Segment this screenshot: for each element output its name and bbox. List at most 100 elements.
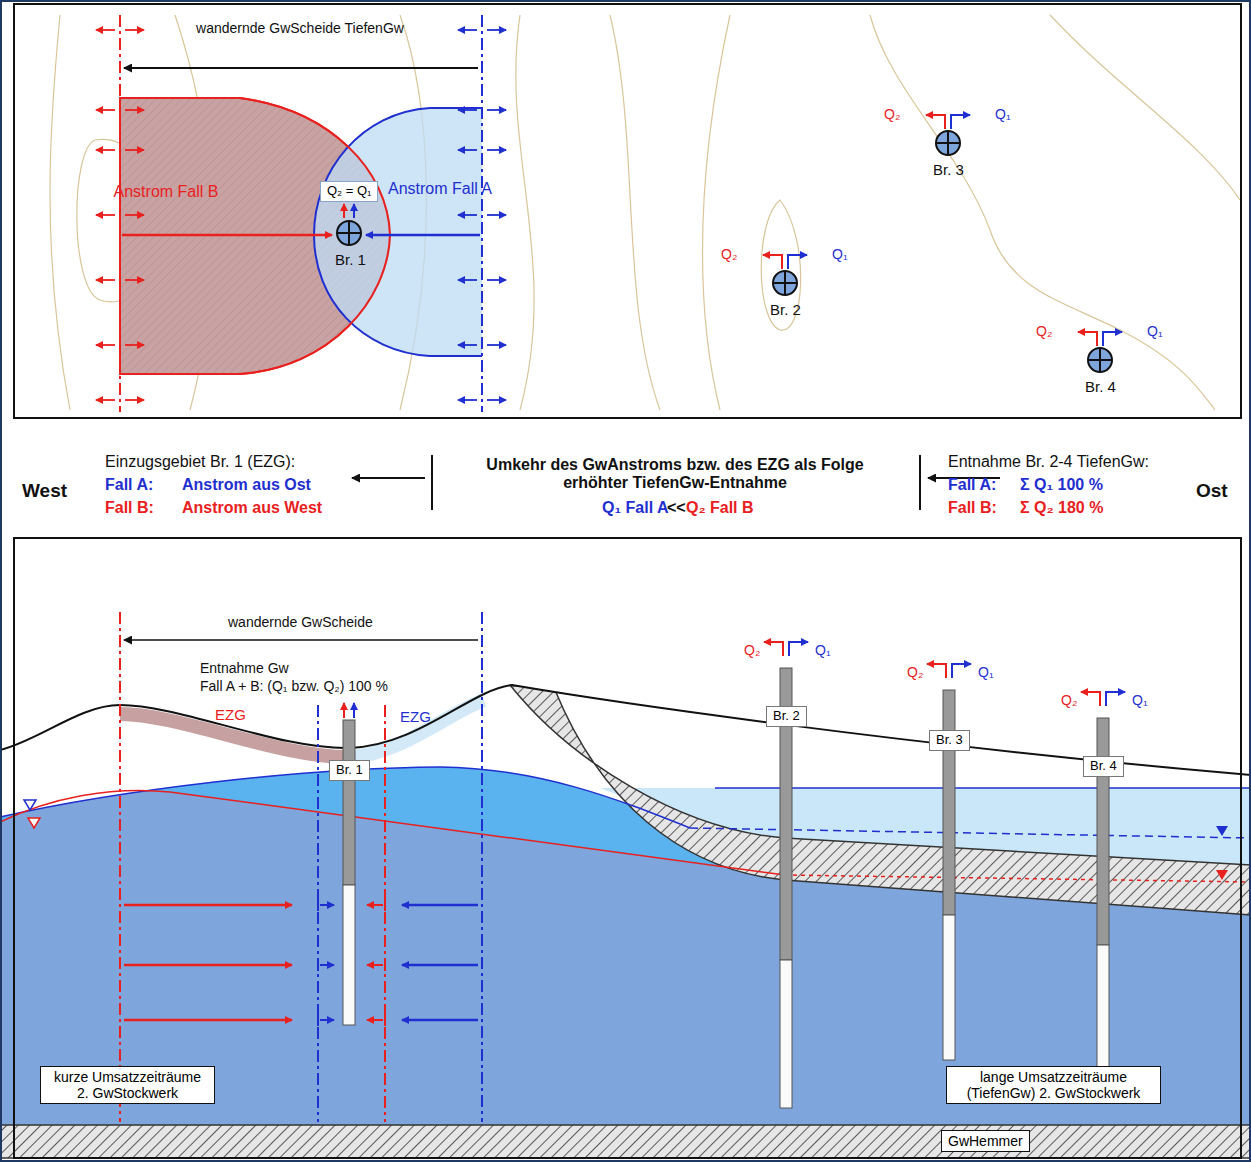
label-text: Q₂ bbox=[1036, 323, 1052, 339]
drawing-line bbox=[947, 131, 949, 155]
label-text: Q₁ Fall A bbox=[602, 499, 668, 517]
drawing-line bbox=[96, 214, 115, 216]
drawing-line bbox=[124, 67, 478, 69]
drawing-line bbox=[124, 639, 478, 641]
drawing-line bbox=[124, 964, 292, 967]
drawing-path bbox=[761, 200, 800, 330]
drawing-rect bbox=[1097, 718, 1109, 945]
label-text: Fall A: bbox=[948, 476, 996, 494]
drawing-path bbox=[28, 818, 40, 828]
drawing-circle bbox=[1088, 348, 1112, 372]
drawing-line bbox=[487, 149, 506, 151]
drawing-line bbox=[366, 234, 480, 237]
drawing-line bbox=[353, 204, 355, 218]
drawing-line bbox=[458, 399, 477, 401]
drawing-path bbox=[1103, 332, 1122, 346]
label-text: Anstrom Fall B bbox=[111, 183, 221, 201]
text-box: lange Umsatzzeiträume (TiefenGw) 2. GwSt… bbox=[946, 1066, 1161, 1104]
drawing-path bbox=[350, 700, 484, 757]
drawing-g bbox=[96, 30, 506, 400]
label-text: << bbox=[667, 499, 686, 517]
drawing-path bbox=[927, 664, 946, 678]
drawing-line bbox=[317, 959, 319, 971]
label-text: Anstrom aus Ost bbox=[182, 476, 311, 494]
drawing-circle bbox=[337, 221, 361, 245]
label-text: Q₂ bbox=[721, 246, 737, 262]
drawing-line bbox=[458, 149, 477, 151]
drawing-g bbox=[124, 899, 478, 1026]
label-text: Fall A + B: (Q₁ bzw. Q₂) 100 % bbox=[200, 678, 388, 694]
label-text: Q₁ bbox=[995, 106, 1011, 122]
drawing-line bbox=[715, 787, 1251, 789]
drawing-line bbox=[487, 109, 506, 111]
drawing-path bbox=[952, 664, 971, 678]
drawing-rect bbox=[780, 960, 792, 1108]
drawing-line bbox=[124, 1019, 292, 1022]
drawing-line bbox=[119, 612, 121, 1122]
drawing-line bbox=[784, 271, 786, 295]
box-text: kurze Umsatzzeiträume 2. GwStockwerk bbox=[47, 1069, 208, 1101]
drawing-rect bbox=[343, 720, 355, 885]
label-text: Entnahme Br. 2-4 TiefenGw: bbox=[948, 453, 1149, 471]
drawing-line bbox=[481, 15, 483, 412]
drawing-line bbox=[96, 399, 115, 401]
drawing-path bbox=[0, 540, 1251, 775]
drawing-path bbox=[1050, 15, 1240, 200]
label-text: Q₁ bbox=[832, 246, 848, 262]
drawing-line bbox=[96, 149, 115, 151]
drawing-path bbox=[50, 15, 70, 410]
label-text: Σ Q₂ 180 % bbox=[1020, 499, 1103, 517]
drawing-line bbox=[124, 904, 292, 907]
drawing-rect bbox=[943, 915, 955, 1060]
label-text: Br. 3 bbox=[933, 161, 964, 178]
drawing-circle bbox=[936, 131, 960, 155]
drawing-line bbox=[125, 279, 144, 281]
drawing-line bbox=[367, 1019, 383, 1021]
label-text: Br. 2 bbox=[770, 301, 801, 318]
drawing-path bbox=[703, 15, 731, 410]
drawing-line bbox=[125, 399, 144, 401]
label-text: Q₂ bbox=[907, 664, 923, 680]
label-text: Br. 4 bbox=[1085, 378, 1116, 395]
drawing-path bbox=[764, 642, 783, 656]
label-text: Q₁ bbox=[1132, 692, 1148, 708]
drawing-line bbox=[320, 1019, 334, 1021]
label-text: Q₂ Fall B bbox=[686, 499, 754, 517]
box-text: Br. 3 bbox=[936, 733, 963, 748]
drawing-line bbox=[125, 149, 144, 151]
drawing-line bbox=[119, 15, 121, 412]
drawing-line bbox=[785, 875, 1251, 882]
drawing-path bbox=[516, 15, 534, 410]
drawing-line bbox=[487, 214, 506, 216]
drawing-line bbox=[367, 964, 383, 966]
drawing-line bbox=[384, 705, 386, 1122]
drawing-g bbox=[50, 15, 1240, 410]
well-label-box: Br. 3 bbox=[929, 730, 970, 751]
drawing-line bbox=[317, 1014, 319, 1026]
drawing-line bbox=[402, 1019, 478, 1022]
label-text: Q₂ bbox=[884, 106, 900, 122]
label-text: Ost bbox=[1196, 480, 1228, 502]
drawing-line bbox=[343, 703, 345, 718]
drawing-path bbox=[120, 98, 390, 374]
text-box: Q₂ = Q₁ bbox=[320, 181, 378, 202]
drawing-line bbox=[348, 221, 350, 245]
drawing-line bbox=[343, 204, 345, 218]
drawing-rect bbox=[943, 690, 955, 915]
drawing-line bbox=[367, 904, 383, 906]
label-text: West bbox=[22, 480, 67, 502]
drawing-line bbox=[352, 477, 425, 479]
drawing-line bbox=[384, 959, 386, 971]
drawing-line bbox=[458, 109, 477, 111]
label-text: EZG bbox=[215, 706, 246, 723]
drawing-line bbox=[487, 279, 506, 281]
label-text: Anstrom aus West bbox=[182, 499, 322, 517]
box-text: Q₂ = Q₁ bbox=[327, 184, 371, 199]
drawing-circle bbox=[773, 271, 797, 295]
drawing-line bbox=[402, 964, 478, 967]
drawing-line bbox=[690, 828, 1251, 838]
drawing-line bbox=[317, 705, 319, 1122]
drawing-rect bbox=[0, 540, 1251, 1125]
drawing-rect bbox=[343, 885, 355, 1025]
